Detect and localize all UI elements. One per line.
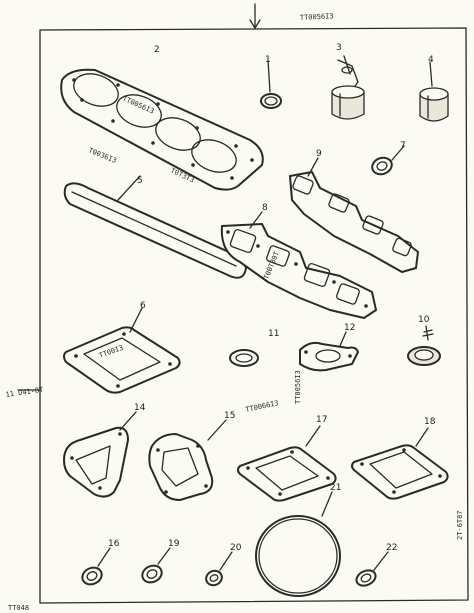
rocker-cover-gasket bbox=[63, 175, 247, 279]
callout-2: 2 bbox=[154, 45, 160, 55]
manifold-gasket-right bbox=[289, 157, 419, 273]
callout-9: 9 bbox=[316, 149, 322, 159]
callout-5: 5 bbox=[137, 176, 143, 186]
square-gasket-17 bbox=[237, 425, 337, 502]
seal-cup bbox=[419, 61, 449, 122]
washer-22 bbox=[355, 551, 389, 587]
flange-gasket-6 bbox=[63, 307, 181, 394]
seal-10 bbox=[407, 325, 441, 366]
flange-gasket-12 bbox=[299, 331, 359, 372]
callout-16: 16 bbox=[108, 539, 120, 549]
frame-right-label: 2T-6T87 bbox=[456, 510, 464, 540]
callout-8: 8 bbox=[262, 203, 268, 213]
frame-bottom-left-label: TT048 bbox=[8, 604, 29, 612]
callout-19: 19 bbox=[168, 539, 180, 549]
o-ring-part bbox=[260, 59, 282, 109]
callout-4: 4 bbox=[428, 55, 434, 65]
callout-1: 1 bbox=[265, 55, 271, 65]
head-gasket-code-lower: T0036I3 bbox=[87, 146, 117, 164]
washer-16 bbox=[81, 547, 111, 586]
manifold-gasket-left bbox=[220, 211, 377, 319]
square-gasket-18 bbox=[351, 427, 449, 500]
mid-right-code: TT0056I3 bbox=[294, 370, 302, 404]
frame-left-label: 11 D41-8T bbox=[5, 386, 44, 399]
large-o-ring-21 bbox=[255, 491, 341, 597]
gasket-15-code: TT0066I3 bbox=[245, 399, 280, 414]
callout-21: 21 bbox=[330, 483, 341, 493]
valve-stem-seal bbox=[331, 55, 365, 120]
callout-18: 18 bbox=[424, 417, 436, 427]
callout-22: 22 bbox=[386, 543, 397, 553]
washer-19 bbox=[141, 547, 171, 584]
callout-7: 7 bbox=[400, 141, 406, 151]
callout-17: 17 bbox=[316, 415, 327, 425]
triangular-gasket-14 bbox=[63, 411, 137, 498]
callout-6: 6 bbox=[140, 301, 146, 311]
irregular-gasket-15 bbox=[148, 419, 227, 501]
callout-11: 11 bbox=[268, 329, 279, 339]
small-seal-7 bbox=[371, 145, 405, 176]
cylinder-head-gasket bbox=[60, 68, 264, 191]
callout-3: 3 bbox=[336, 43, 342, 53]
callout-12: 12 bbox=[344, 323, 355, 333]
frame-top-code: TT0056I3 bbox=[300, 12, 334, 22]
callout-15: 15 bbox=[224, 411, 235, 421]
washer-20 bbox=[205, 551, 233, 587]
ring-gasket-11 bbox=[229, 349, 259, 367]
callout-10: 10 bbox=[418, 315, 430, 325]
callout-20: 20 bbox=[230, 543, 242, 553]
callout-14: 14 bbox=[134, 403, 146, 413]
diagram-frame bbox=[17, 3, 469, 604]
